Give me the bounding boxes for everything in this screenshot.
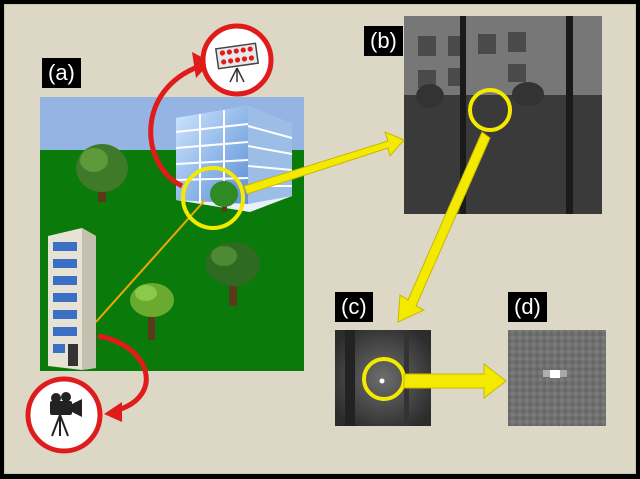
tree-icon — [210, 181, 238, 212]
panel-label-b: (b) — [364, 26, 403, 56]
panel-label-c: (c) — [335, 292, 373, 322]
transmitter-arrow — [148, 63, 201, 189]
tree-icon — [76, 144, 128, 202]
target-circle — [181, 166, 245, 230]
panel-label-d: (d) — [508, 292, 547, 322]
tower-building-icon — [48, 228, 96, 370]
line-of-sight — [95, 199, 206, 323]
arrow-c-to-d — [403, 362, 507, 400]
receiver-arrow — [97, 333, 149, 413]
led-panel-transmitter-icon — [200, 23, 274, 97]
flow-arrows — [243, 131, 507, 400]
receiver-arrowhead — [104, 402, 122, 422]
tree-icon — [130, 283, 174, 340]
camera-receiver-icon — [25, 376, 103, 454]
arrow-b-to-c — [397, 131, 491, 323]
target-circle — [468, 88, 512, 132]
tree-icon — [206, 242, 260, 306]
pixel-panel — [508, 330, 606, 426]
arrow-scene-to-b — [243, 131, 405, 195]
scene-panel — [40, 97, 304, 371]
camera-view-panel — [404, 16, 602, 214]
panel-label-a: (a) — [42, 58, 81, 88]
